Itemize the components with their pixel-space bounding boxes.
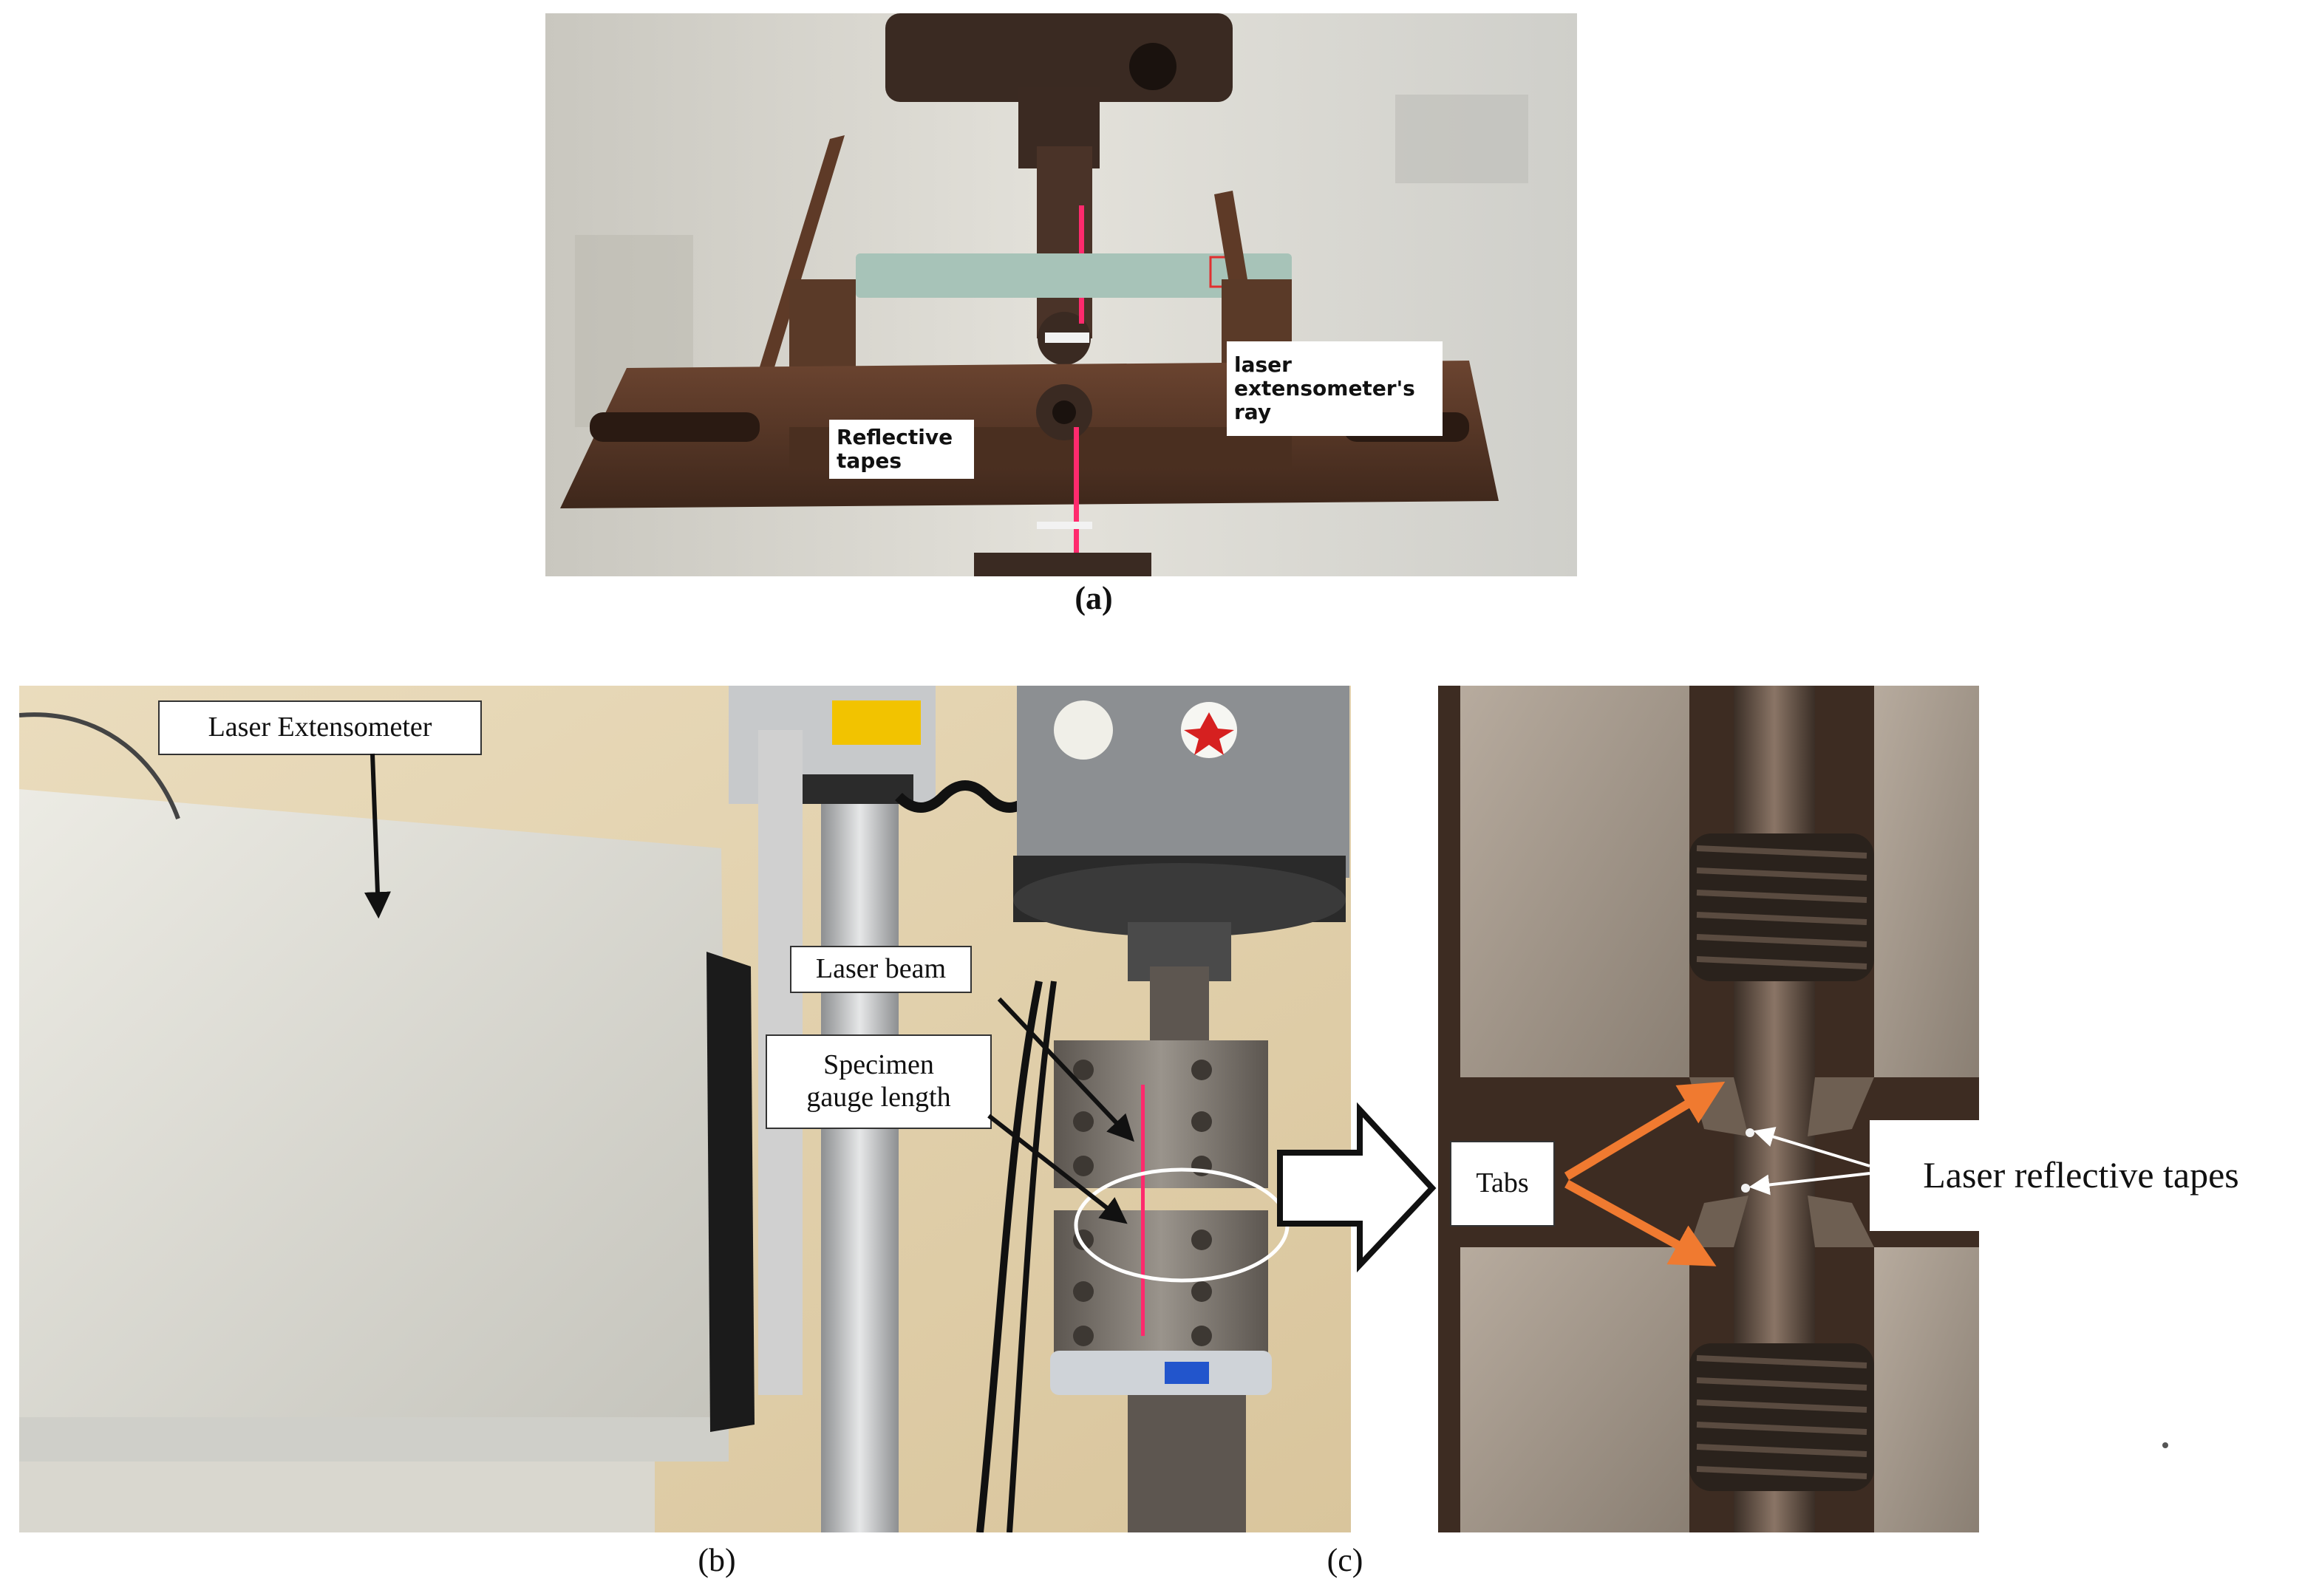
panel-b-photo xyxy=(19,686,1351,1532)
label-laser-beam: Laser beam xyxy=(790,946,972,993)
speck-mark xyxy=(2162,1442,2168,1448)
label-specimen-gauge-length: Specimen gauge length xyxy=(766,1034,992,1129)
caption-c: (c) xyxy=(1327,1542,1363,1578)
caption-a: (a) xyxy=(1075,580,1113,616)
label-laser-extensometer: Laser Extensometer xyxy=(158,700,482,755)
panel-a-photo xyxy=(545,13,1577,576)
label-reflective-tapes: Reflective tapes xyxy=(829,420,974,479)
panel-c-photo xyxy=(1438,686,1979,1532)
label-laser-extensometer-ray: laser extensometer's ray xyxy=(1227,341,1443,436)
label-laser-reflective-tapes: Laser reflective tapes xyxy=(1870,1120,2292,1231)
caption-b: (b) xyxy=(698,1542,736,1578)
label-tabs: Tabs xyxy=(1450,1141,1555,1227)
